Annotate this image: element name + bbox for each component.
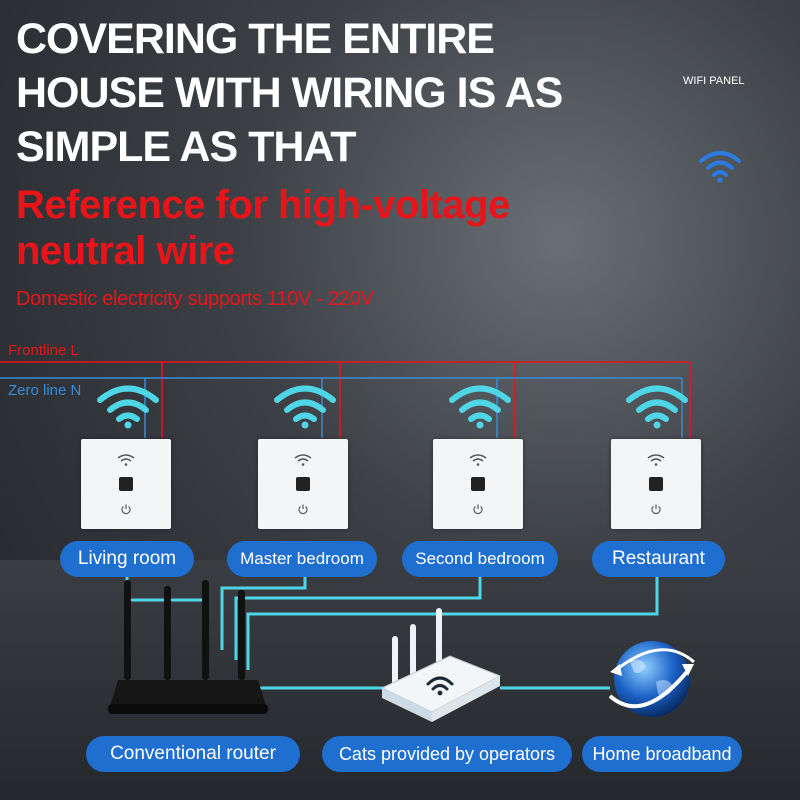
- subheadline: Reference for high-voltage neutral wire: [16, 182, 510, 274]
- headline: COVERING THE ENTIRE HOUSE WITH WIRING IS…: [16, 12, 563, 174]
- room-label-second-bedroom: Second bedroom: [402, 541, 558, 577]
- voltage-note: Domestic electricity supports 110V - 220…: [16, 288, 374, 310]
- room-label-master-bedroom: Master bedroom: [227, 541, 377, 577]
- live-wire: [0, 361, 691, 438]
- panel-indicator: [649, 477, 663, 491]
- power-icon: [121, 504, 131, 515]
- router-icon: [108, 580, 268, 714]
- wall-panel-second-bedroom: [433, 439, 523, 529]
- network-wire: [125, 577, 659, 690]
- room-label-living-room: Living room: [60, 541, 194, 577]
- headline-line-3: SIMPLE AS THAT: [16, 123, 357, 171]
- wall-panel-master-bedroom: [258, 439, 348, 529]
- wifi-icon: [449, 385, 511, 429]
- power-icon: [298, 504, 308, 515]
- wall-panel-living-room: [81, 439, 171, 529]
- globe-icon: [608, 641, 695, 717]
- wifi-icon: [469, 454, 487, 466]
- wifi-panel-label: WIFI PANEL: [683, 75, 745, 87]
- wifi-icon: [699, 151, 741, 183]
- panel-indicator: [471, 477, 485, 491]
- neutral-line-label: Zero line N: [8, 382, 82, 399]
- power-icon: [473, 504, 483, 515]
- device-label-broadband: Home broadband: [582, 736, 742, 772]
- panel-indicator: [119, 477, 133, 491]
- wifi-icon: [97, 385, 159, 429]
- wifi-icon: [117, 454, 135, 466]
- wifi-icon: [274, 385, 336, 429]
- room-label-restaurant: Restaurant: [592, 541, 725, 577]
- subheadline-line-1: Reference for high-voltage: [16, 183, 510, 227]
- cat-modem-icon: [380, 608, 502, 722]
- device-label-router: Conventional router: [86, 736, 300, 772]
- subheadline-line-2: neutral wire: [16, 229, 235, 273]
- wifi-icon: [626, 385, 688, 429]
- wall-panel-restaurant: [611, 439, 701, 529]
- wifi-icon: [647, 454, 665, 466]
- live-line-label: Frontline L: [8, 342, 79, 359]
- panel-indicator: [296, 477, 310, 491]
- device-label-cat: Cats provided by operators: [322, 736, 572, 772]
- headline-line-1: COVERING THE ENTIRE: [16, 15, 495, 63]
- power-icon: [651, 504, 661, 515]
- headline-line-2: HOUSE WITH WIRING IS AS: [16, 69, 563, 117]
- wifi-icon: [294, 454, 312, 466]
